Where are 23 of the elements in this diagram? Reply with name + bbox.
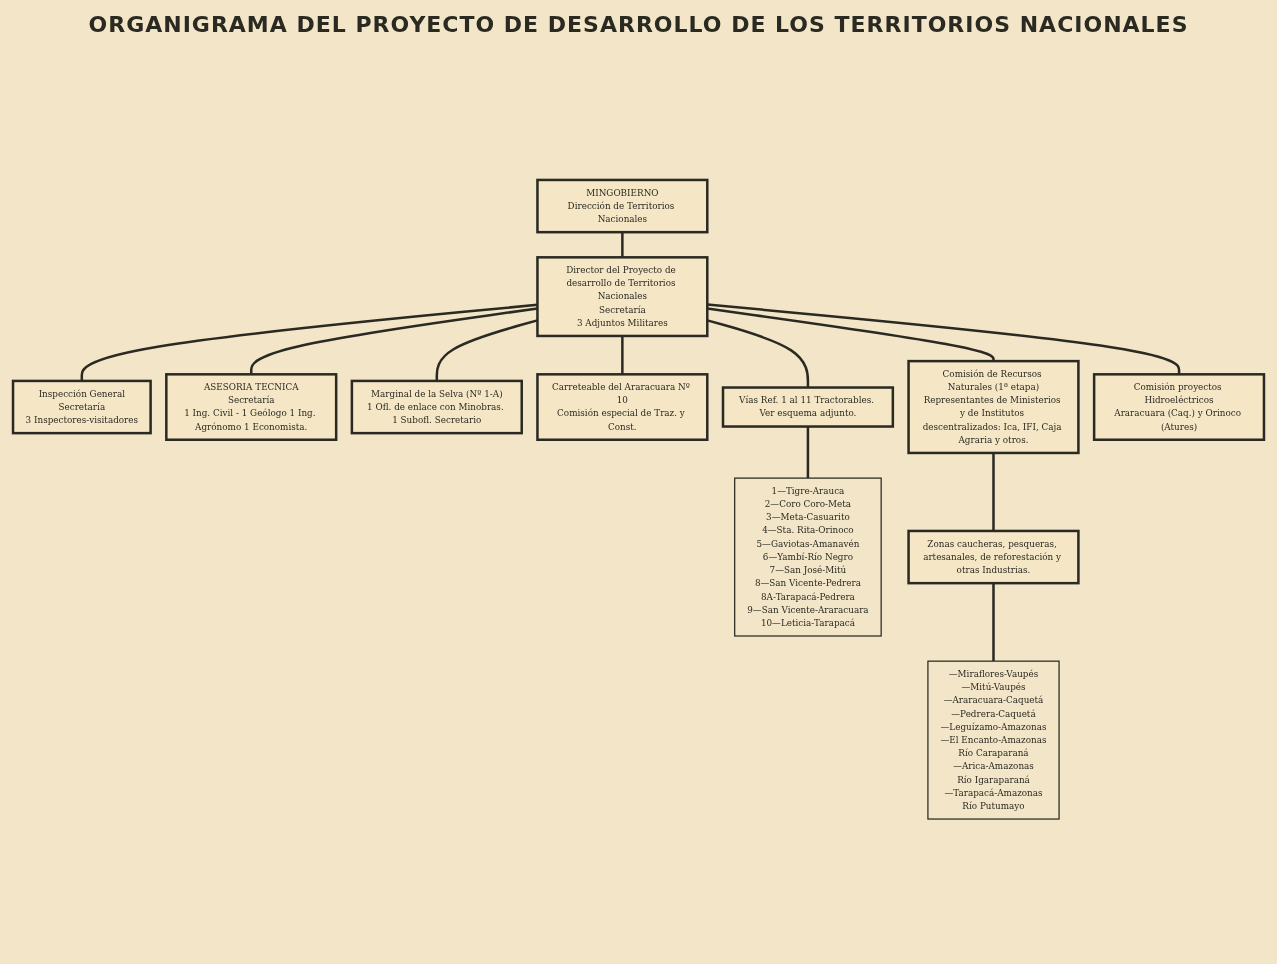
node-box: Inspección General Secretaría 3 Inspectores-visitadores: [11, 379, 152, 435]
node-box: Vías Ref. 1 al 11 Tractorables. Ver esquema adjunto.: [721, 386, 895, 428]
node-box: —Miraflores-Vaupés —Mitú-Vaupés —Araracuara-Caquetá —Pedrera-Caquetá —Leguízamo-Amazonas —El Encanto-Amazonas Río Caraparaná —Arica-Amazonas Río Igaraparaná —Tarapacá-Amazonas Río Putumayo: [927, 660, 1060, 820]
connector: [707, 307, 995, 362]
connector: [80, 303, 538, 381]
connector: [806, 426, 810, 479]
connector: [707, 303, 1181, 375]
connector: [621, 232, 624, 258]
node-box: Comisión de Recursos Naturales (1ª etapa) Representantes de Ministerios y de Institutos descentralizados: Ica, IFI, Caja Agraria y otros.: [907, 359, 1080, 455]
connector: [621, 335, 624, 375]
node-box: Director del Proyecto de desarrollo de Territorios Nacionales Secretaría 3 Adjuntos Militares: [536, 256, 709, 338]
connector: [992, 583, 995, 662]
node-box: MINGOBIERNO Dirección de Territorios Nacionales: [536, 178, 709, 234]
connector: [435, 319, 538, 381]
node-box: 1—Tigre-Arauca 2—Coro Coro-Meta 3—Meta-Casuarito 4—Sta. Rita-Orinoco 5—Gaviotas-Amanavén 6—Yambí-Río Negro 7—San José-Mitú 8—San Vicente-Pedrera 8A-Tarapacá-Pedrera 9—San Vicente-Araracuara 10—Leticia-Tarapacá: [734, 477, 882, 637]
diagram-title: ORGANIGRAMA DEL PROYECTO DE DESARROLLO DE LOS TERRITORIOS NACIONALES: [88, 12, 1189, 37]
node-box: Carreteable del Araracuara Nº 10 Comisión especial de Traz. y Const.: [536, 373, 709, 441]
node-box: ASESORIA TECNICA Secretaría 1 Ing. Civil - 1 Geólogo 1 Ing. Agrónomo 1 Economista.: [165, 373, 338, 441]
node-box: Marginal de la Selva (Nº 1-A) 1 Ofl. de enlace con Minobras. 1 Subofl. Secretario: [350, 379, 523, 435]
node-box: Comisión proyectos Hidroeléctricos Araracuara (Caq.) y Orinoco (Atures): [1092, 373, 1266, 441]
connector: [250, 307, 538, 375]
connector: [992, 452, 995, 531]
node-box: Zonas caucheras, pesqueras, artesanales, de reforestación y otras Industrias.: [907, 529, 1080, 585]
